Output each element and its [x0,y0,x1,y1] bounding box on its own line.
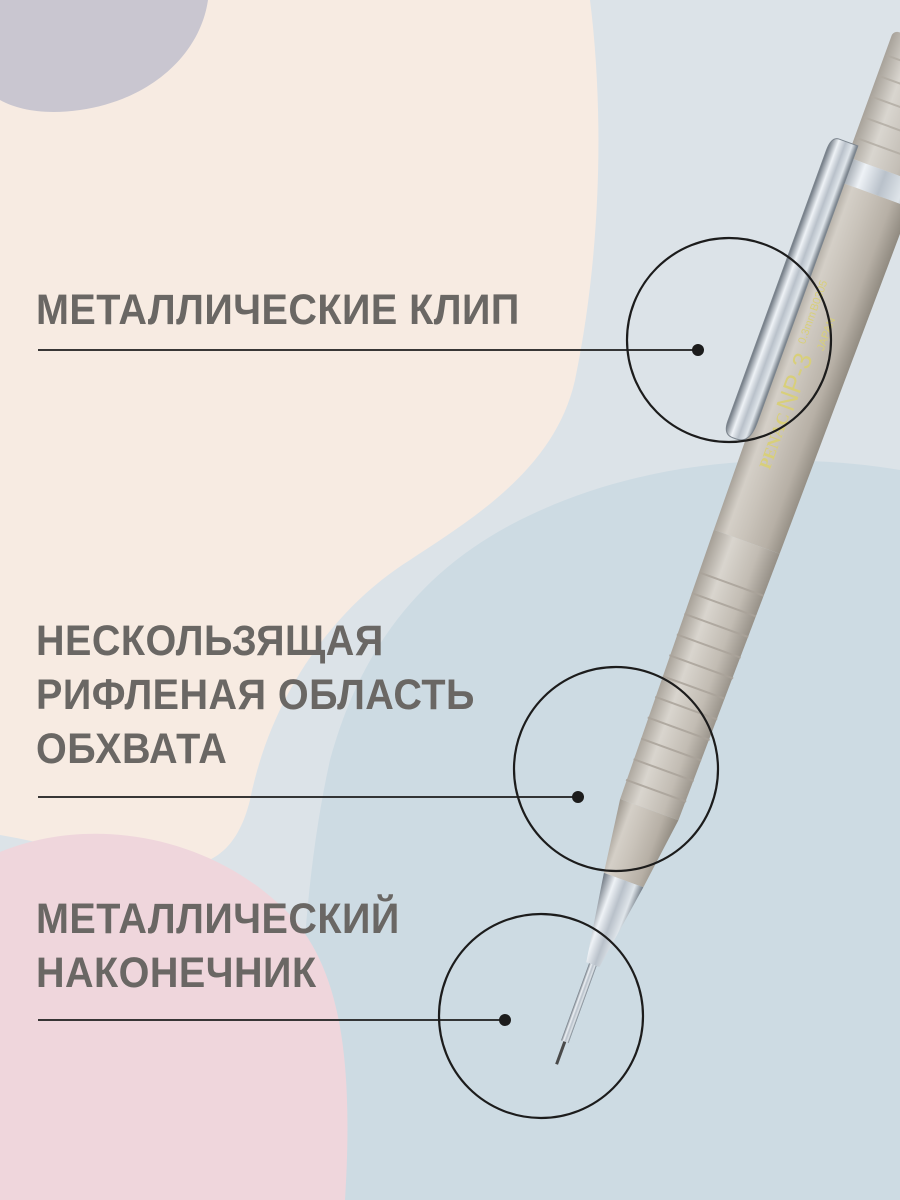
label-grip-area: НЕСКОЛЬЗЯЩАЯ РИФЛЕНАЯ ОБЛАСТЬ ОБХВАТА [36,614,475,776]
pen-upper-body [849,31,900,181]
callout-circles [437,236,833,1120]
pen-lead [555,1041,567,1065]
label-metal-tip: МЕТАЛЛИЧЕСКИЙ НАКОНЕЧНИК [36,892,400,1000]
callout-circle-grip [512,665,720,873]
pen-main-body [713,180,900,554]
leader-dots [499,344,704,1026]
leader-dot-tip [499,1014,511,1026]
label-tip-line-1: МЕТАЛЛИЧЕСКИЙ [36,895,400,943]
pen-grip [620,529,780,821]
label-grip-line-2: РИФЛЕНАЯ ОБЛАСТЬ [36,671,475,719]
upper-rings [856,54,900,163]
label-grip-line-1: НЕСКОЛЬЗЯЩАЯ [36,617,384,665]
blob-blue [300,460,900,1200]
label-tip-line-2: НАКОНЕЧНИК [36,949,317,997]
blob-lavender [0,0,208,112]
label-metal-clip: МЕТАЛЛИЧЕСКИЕ КЛИП [36,283,520,337]
label-clip-line-1: МЕТАЛЛИЧЕСКИЕ КЛИП [36,286,520,334]
blob-pink [0,833,348,1200]
callout-circle-tip [437,912,645,1120]
blob-peach [0,0,599,868]
pen: PENAC NP-3 0.3mm B0305 JAPAN [555,31,900,1065]
pen-clip [725,138,859,441]
pen-lower-taper [603,798,679,888]
leader-dot-grip [572,791,584,803]
pen-sleeve [561,963,597,1044]
callout-circle-clip [625,236,833,444]
label-grip-line-3: ОБХВАТА [36,725,228,773]
pen-metal-tip [586,872,644,968]
leader-dot-clip [692,344,704,356]
grip-rings [625,571,764,803]
leader-lines [38,349,698,1021]
